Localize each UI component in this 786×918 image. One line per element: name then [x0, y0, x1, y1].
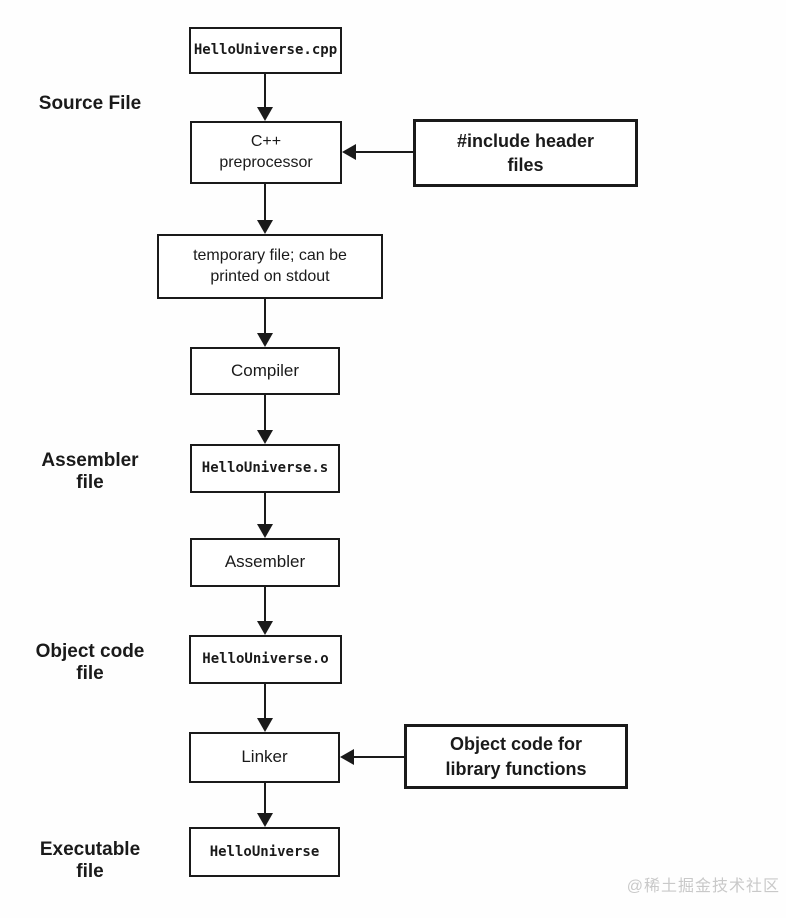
arrow-source-to-preprocessor-icon: [257, 74, 273, 121]
stage-label-source-file: Source File: [38, 93, 142, 114]
node-temporary-file: temporary file; can be printed on stdout: [157, 234, 383, 299]
node-assembly-file: HelloUniverse.s: [190, 444, 340, 493]
arrow-line: [264, 184, 266, 220]
arrow-head-down-icon: [257, 333, 273, 347]
arrow-compiler-to-assembly-icon: [257, 395, 273, 444]
arrow-line: [264, 783, 266, 813]
arrow-assembler-to-object-icon: [257, 587, 273, 635]
arrow-assembly-to-assembler-icon: [257, 493, 273, 538]
arrow-head-left-icon: [340, 749, 354, 765]
arrow-head-down-icon: [257, 220, 273, 234]
arrow-head-down-icon: [257, 621, 273, 635]
arrow-line: [264, 587, 266, 621]
node-cpp-preprocessor: C++ preprocessor: [190, 121, 342, 184]
arrow-line: [264, 74, 266, 107]
arrow-head-down-icon: [257, 430, 273, 444]
arrow-headers-to-preprocessor-icon: [342, 144, 413, 160]
arrow-line: [264, 493, 266, 524]
arrow-tempfile-to-compiler-icon: [257, 299, 273, 347]
arrow-preprocessor-to-tempfile-icon: [257, 184, 273, 234]
arrow-line: [354, 756, 404, 758]
arrow-head-down-icon: [257, 718, 273, 732]
node-linker: Linker: [189, 732, 340, 783]
arrow-head-down-icon: [257, 524, 273, 538]
watermark-text: @稀土掘金技术社区: [626, 878, 780, 895]
node-compiler: Compiler: [190, 347, 340, 395]
arrow-line: [264, 395, 266, 430]
arrow-head-left-icon: [342, 144, 356, 160]
arrow-line: [264, 299, 266, 333]
arrow-line: [264, 684, 266, 718]
node-source-file: HelloUniverse.cpp: [189, 27, 342, 74]
stage-label-object-code-file: Object code file: [35, 641, 145, 685]
arrow-head-down-icon: [257, 813, 273, 827]
node-library-object-code: Object code for library functions: [404, 724, 628, 789]
stage-label-executable-file: Executable file: [39, 839, 141, 883]
arrow-linker-to-executable-icon: [257, 783, 273, 827]
arrow-line: [356, 151, 413, 153]
node-include-header-files: #include header files: [413, 119, 638, 187]
node-executable-file: HelloUniverse: [189, 827, 340, 877]
node-assembler: Assembler: [190, 538, 340, 587]
arrow-object-to-linker-icon: [257, 684, 273, 732]
arrow-library-to-linker-icon: [340, 749, 404, 765]
arrow-head-down-icon: [257, 107, 273, 121]
node-object-file: HelloUniverse.o: [189, 635, 342, 684]
stage-label-assembler-file: Assembler file: [41, 450, 139, 494]
